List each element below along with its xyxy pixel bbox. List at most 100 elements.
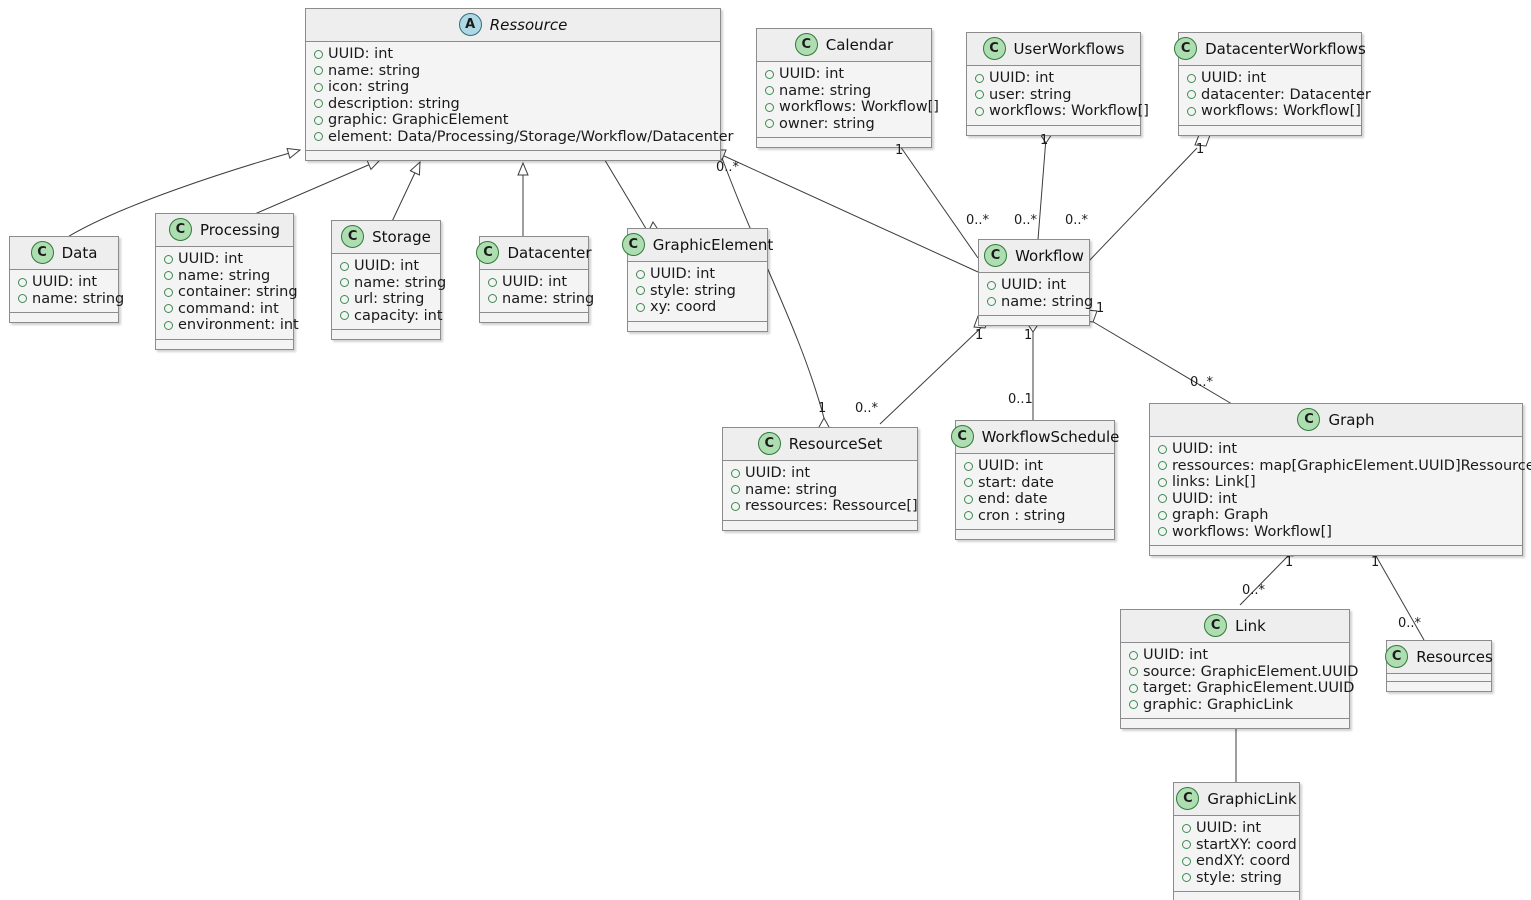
attribute-text: UUID: int xyxy=(989,70,1055,86)
multiplicity-label: 1 xyxy=(1096,301,1105,316)
attribute-row: capacity: int xyxy=(340,308,443,325)
attribute-text: UUID: int xyxy=(1172,490,1238,507)
class-box-calendar[interactable]: C Calendar UUID: int name: string workfl… xyxy=(756,28,939,148)
attribute-text: name: string xyxy=(1001,293,1094,310)
attribute-row: owner: string xyxy=(765,116,925,133)
public-visibility-icon xyxy=(340,261,349,271)
attribute-row: name: string xyxy=(987,294,1093,311)
public-visibility-icon xyxy=(975,106,984,116)
attribute-row: element: Data/Processing/Storage/Workflo… xyxy=(314,129,733,146)
class-icon: C xyxy=(1176,787,1200,810)
attribute-text: style: string xyxy=(1196,869,1282,886)
class-icon: C xyxy=(794,33,818,56)
operations-section xyxy=(979,316,1089,325)
attributes-section: UUID: int name: string ressources: Resso… xyxy=(723,461,918,521)
public-visibility-icon xyxy=(1158,444,1167,454)
class-icon: C xyxy=(757,432,781,455)
attribute-row: workflows: Workflow[] xyxy=(975,103,1149,120)
attribute-row: UUID: int xyxy=(1158,441,1516,458)
class-box-workflow[interactable]: C Workflow UUID: int name: string xyxy=(978,239,1093,326)
class-box-ressource[interactable]: A Ressource UUID: int name: string icon:… xyxy=(305,8,733,161)
attribute-text: cron : string xyxy=(978,507,1066,524)
attribute-row: UUID: int xyxy=(488,274,582,291)
public-visibility-icon xyxy=(975,73,984,83)
public-visibility-icon xyxy=(975,90,984,100)
attributes-section: UUID: int startXY: coord endXY: coord st… xyxy=(1174,816,1299,892)
public-visibility-icon xyxy=(1129,700,1138,710)
multiplicity-label: 0..* xyxy=(1242,583,1266,598)
attribute-text: workflows: Workflow[] xyxy=(779,99,939,115)
class-name: ResourceSet xyxy=(788,434,883,453)
public-visibility-icon xyxy=(1182,823,1191,833)
class-box-workflowschedule[interactable]: C WorkflowSchedule UUID: int start: date… xyxy=(950,420,1119,540)
class-name: UserWorkflows xyxy=(1013,39,1125,58)
attribute-text: UUID: int xyxy=(1143,647,1209,663)
class-box-graphiclink[interactable]: C GraphicLink UUID: int startXY: coord e… xyxy=(1173,782,1300,900)
class-box-datacenter[interactable]: C Datacenter UUID: int name: string xyxy=(476,236,594,323)
attribute-text: url: string xyxy=(354,291,425,307)
attribute-text: name: string xyxy=(502,290,595,307)
multiplicity-label: 1 xyxy=(818,401,827,416)
operations-section xyxy=(156,339,293,349)
public-visibility-icon xyxy=(765,102,774,112)
class-box-data[interactable]: C Data UUID: int name: string xyxy=(9,236,124,323)
attribute-row: style: string xyxy=(1182,870,1293,887)
public-visibility-icon xyxy=(314,49,323,59)
public-visibility-icon xyxy=(164,254,173,264)
attribute-text: style: string xyxy=(650,282,736,299)
attribute-text: workflows: Workflow[] xyxy=(989,103,1149,119)
class-box-userworkflows[interactable]: C UserWorkflows UUID: int user: string w… xyxy=(966,32,1149,136)
public-visibility-icon xyxy=(18,294,27,304)
class-header: C Data xyxy=(10,237,118,270)
public-visibility-icon xyxy=(340,311,349,321)
class-box-link[interactable]: C Link UUID: int source: GraphicElement.… xyxy=(1120,609,1358,729)
class-box-graphicelement[interactable]: C GraphicElement UUID: int style: string… xyxy=(621,228,773,332)
multiplicity-label: 0..* xyxy=(1014,213,1038,228)
class-icon: C xyxy=(476,241,500,264)
attribute-row: datacenter: Datacenter xyxy=(1187,87,1371,104)
attribute-row: endXY: coord xyxy=(1182,853,1293,870)
public-visibility-icon xyxy=(164,271,173,281)
public-visibility-icon xyxy=(964,494,973,504)
class-header: C WorkflowSchedule xyxy=(950,421,1119,454)
class-box-resources[interactable]: C Resources xyxy=(1385,640,1493,692)
class-name: Link xyxy=(1235,616,1266,635)
class-box-graph[interactable]: C Graph UUID: int ressources: map[Graphi… xyxy=(1149,403,1531,556)
class-box-resourceset[interactable]: C ResourceSet UUID: int name: string res… xyxy=(722,427,918,531)
attribute-text: name: string xyxy=(178,267,271,284)
public-visibility-icon xyxy=(987,280,996,290)
class-box-processing[interactable]: C Processing UUID: int name: string cont… xyxy=(155,213,299,350)
attribute-row: workflows: Workflow[] xyxy=(1187,103,1361,120)
attribute-row: name: string xyxy=(488,291,594,308)
attribute-row: UUID: int xyxy=(1182,820,1293,837)
class-header: C Calendar xyxy=(757,29,931,62)
public-visibility-icon xyxy=(964,511,973,521)
public-visibility-icon xyxy=(731,485,740,495)
operations-section xyxy=(628,321,767,331)
class-header: C Processing xyxy=(156,214,293,247)
attribute-text: UUID: int xyxy=(779,66,845,82)
class-header: C GraphicElement xyxy=(621,229,773,262)
class-header: C Link xyxy=(1121,610,1349,643)
attribute-row: UUID: int xyxy=(1158,491,1516,508)
attributes-section: UUID: int source: GraphicElement.UUID ta… xyxy=(1121,643,1358,719)
public-visibility-icon xyxy=(1158,510,1167,520)
attribute-text: start: date xyxy=(978,474,1054,491)
class-name: Processing xyxy=(199,220,281,239)
class-box-storage[interactable]: C Storage UUID: int name: string url: st… xyxy=(331,220,446,340)
class-icon: C xyxy=(1297,408,1321,431)
operations-section xyxy=(1179,125,1361,135)
attribute-text: container: string xyxy=(178,284,298,300)
public-visibility-icon xyxy=(765,86,774,96)
class-box-datacenterworkflows[interactable]: C DatacenterWorkflows UUID: int datacent… xyxy=(1174,32,1371,136)
public-visibility-icon xyxy=(1158,527,1167,537)
attribute-row: links: Link[] xyxy=(1158,474,1516,491)
multiplicity-label: 1 xyxy=(975,328,984,343)
attribute-row: end: date xyxy=(964,491,1108,508)
class-icon: C xyxy=(1204,614,1228,637)
operations-section xyxy=(1387,682,1491,691)
class-name: Ressource xyxy=(489,15,568,34)
attribute-text: user: string xyxy=(989,86,1072,103)
operations-section xyxy=(10,313,118,322)
